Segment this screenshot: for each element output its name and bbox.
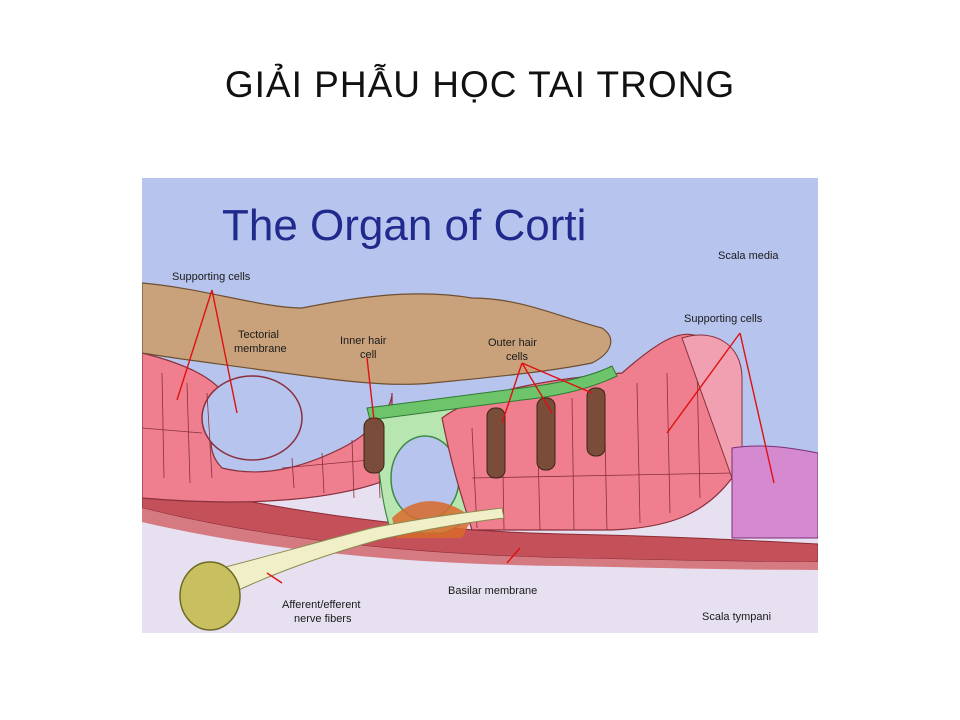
tectorial-membrane (142, 282, 612, 385)
organ-of-corti-diagram: The Organ of Corti Supporting cells Scal… (142, 178, 818, 633)
outer-hair-cell-3 (586, 387, 606, 457)
label-scala-media: Scala media (718, 250, 779, 262)
label-afferent-2: nerve fibers (294, 613, 352, 625)
reticular-lamina (366, 365, 618, 421)
label-basilar-membrane: Basilar membrane (448, 585, 537, 597)
label-afferent-1: Afferent/efferent (282, 599, 360, 611)
label-scala-tympani: Scala tympani (702, 611, 771, 623)
hensen-cells (681, 334, 743, 479)
label-outer-hair-1: Outer hair (488, 337, 537, 349)
basilar-membrane-lower (142, 508, 818, 570)
slide-title: GIẢI PHẪU HỌC TAI TRONG (224, 64, 736, 105)
label-outer-hair-2: cells (506, 351, 529, 363)
diagram-heading: The Organ of Corti (222, 201, 586, 250)
nerve-cross-section (179, 561, 241, 631)
outer-hair-cell-2 (536, 397, 556, 471)
label-inner-hair-1: Inner hair (340, 335, 387, 347)
label-supporting-cells-right: Supporting cells (684, 313, 763, 325)
outer-hair-cell-1 (486, 407, 506, 479)
label-tectorial-2: membrane (234, 343, 287, 355)
label-tectorial-1: Tectorial (238, 329, 279, 341)
pointer-lines (176, 289, 775, 584)
inner-hair-cell (363, 417, 385, 474)
label-inner-hair-2: cell (360, 349, 377, 361)
label-supporting-cells-left: Supporting cells (172, 271, 251, 283)
claudius-cells (731, 445, 818, 539)
inner-sulcus-opening (201, 375, 303, 461)
